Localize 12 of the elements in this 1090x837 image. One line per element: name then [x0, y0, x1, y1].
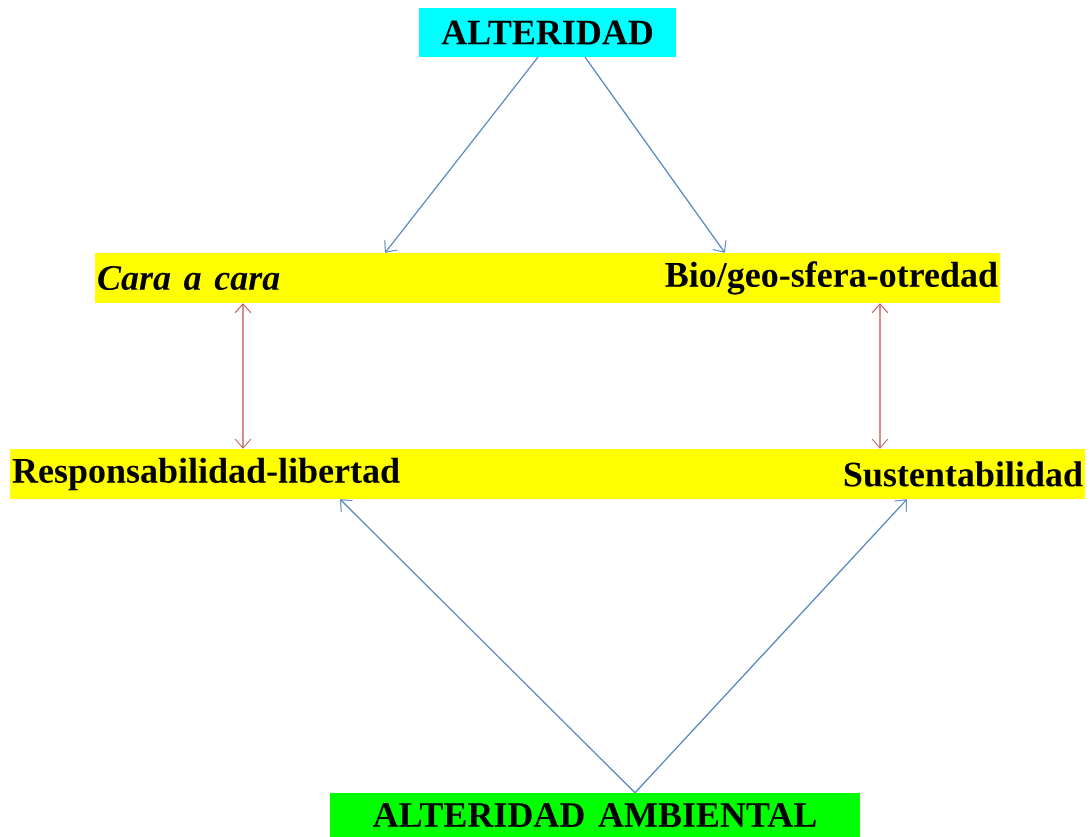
- highlighted-label: Cara a cara: [95, 253, 540, 303]
- highlighted-title: ALTERIDAD AMBIENTAL: [330, 793, 860, 837]
- arrow: [340, 499, 636, 794]
- arrow: [584, 56, 727, 253]
- arrow: [634, 499, 907, 794]
- highlighted-label: Responsabilidad-libertad: [10, 449, 540, 499]
- arrow: [384, 56, 539, 253]
- arrow: [234, 303, 252, 449]
- arrow: [871, 303, 889, 449]
- highlighted-title: ALTERIDAD: [419, 8, 676, 57]
- highlighted-label: Bio/geo-sfera-otredad: [540, 253, 1000, 303]
- highlighted-label: Sustentabilidad: [540, 449, 1085, 499]
